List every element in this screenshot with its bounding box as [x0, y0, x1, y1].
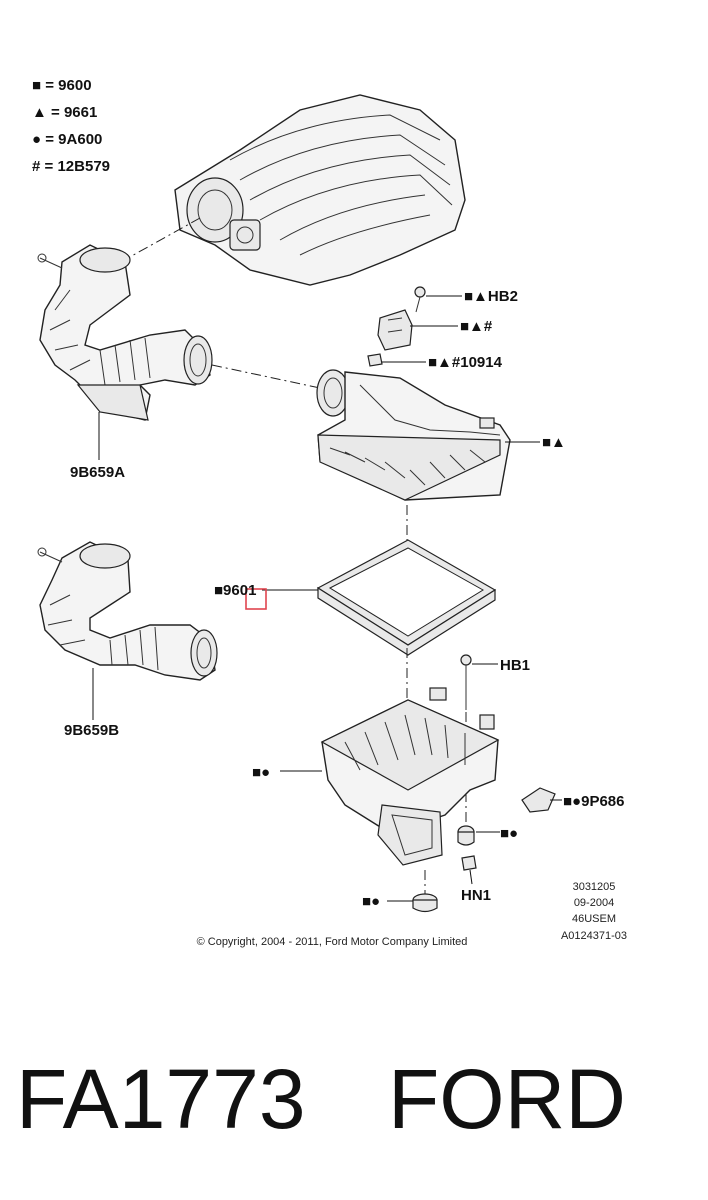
label-9p686: ■●9P686: [563, 793, 625, 810]
fastener-hb2: [414, 286, 426, 313]
part-number: FA1773: [16, 1052, 306, 1146]
label-filter: ■9601: [214, 582, 256, 599]
grommet-bottom: [412, 870, 438, 913]
brand-name: FORD: [388, 1052, 626, 1146]
label-grommet-bottom: ■●: [362, 893, 380, 910]
leader-hn1: [469, 869, 473, 885]
label-hn1: HN1: [461, 887, 491, 904]
legend-square: ■ = 9600: [32, 77, 92, 94]
clip-10914: [367, 353, 383, 367]
ref-code: 09-2004: [574, 897, 614, 909]
ref-code: 3031205: [573, 881, 616, 893]
air-cleaner-cover: [316, 369, 511, 501]
ref-code: 46USEM: [572, 913, 616, 925]
reference-codes: 3031205 09-2004 46USEM A0124371-03: [561, 881, 627, 942]
intake-manifold: [174, 94, 466, 286]
label-tray: ■●: [252, 764, 270, 781]
label-hb2: ■▲HB2: [464, 288, 518, 305]
legend-triangle: ▲ = 9661: [32, 104, 97, 121]
label-grommet-right: ■●: [500, 825, 518, 842]
air-cleaner-tray: [320, 687, 500, 866]
air-tube-9b659a: [37, 244, 213, 421]
nut-hn1: [461, 855, 477, 871]
legend-hash: # = 12B579: [32, 158, 110, 175]
air-filter-element: [316, 539, 497, 656]
bolt-hb1: [460, 654, 472, 710]
highlight-box: [245, 588, 267, 610]
centerline-tube-cover: [211, 364, 321, 389]
label-9b659b: 9B659B: [64, 722, 119, 739]
label-clip: ■▲#: [460, 318, 493, 335]
air-tube-9b659b: [37, 541, 218, 681]
legend: ■ = 9600 ▲ = 9661 ● = 9A600 # = 12B579: [32, 77, 110, 175]
grommet-right: [457, 825, 475, 846]
label-9b659a: 9B659A: [70, 464, 125, 481]
label-hb1: HB1: [500, 657, 530, 674]
label-10914: ■▲#10914: [428, 354, 503, 371]
label-cover: ■▲: [542, 434, 566, 451]
copyright-text: © Copyright, 2004 - 2011, Ford Motor Com…: [197, 936, 468, 948]
clip-bracket: [377, 309, 413, 351]
ref-code: A0124371-03: [561, 930, 627, 942]
legend-circle: ● = 9A600: [32, 131, 102, 148]
part-9p686: [521, 787, 556, 813]
